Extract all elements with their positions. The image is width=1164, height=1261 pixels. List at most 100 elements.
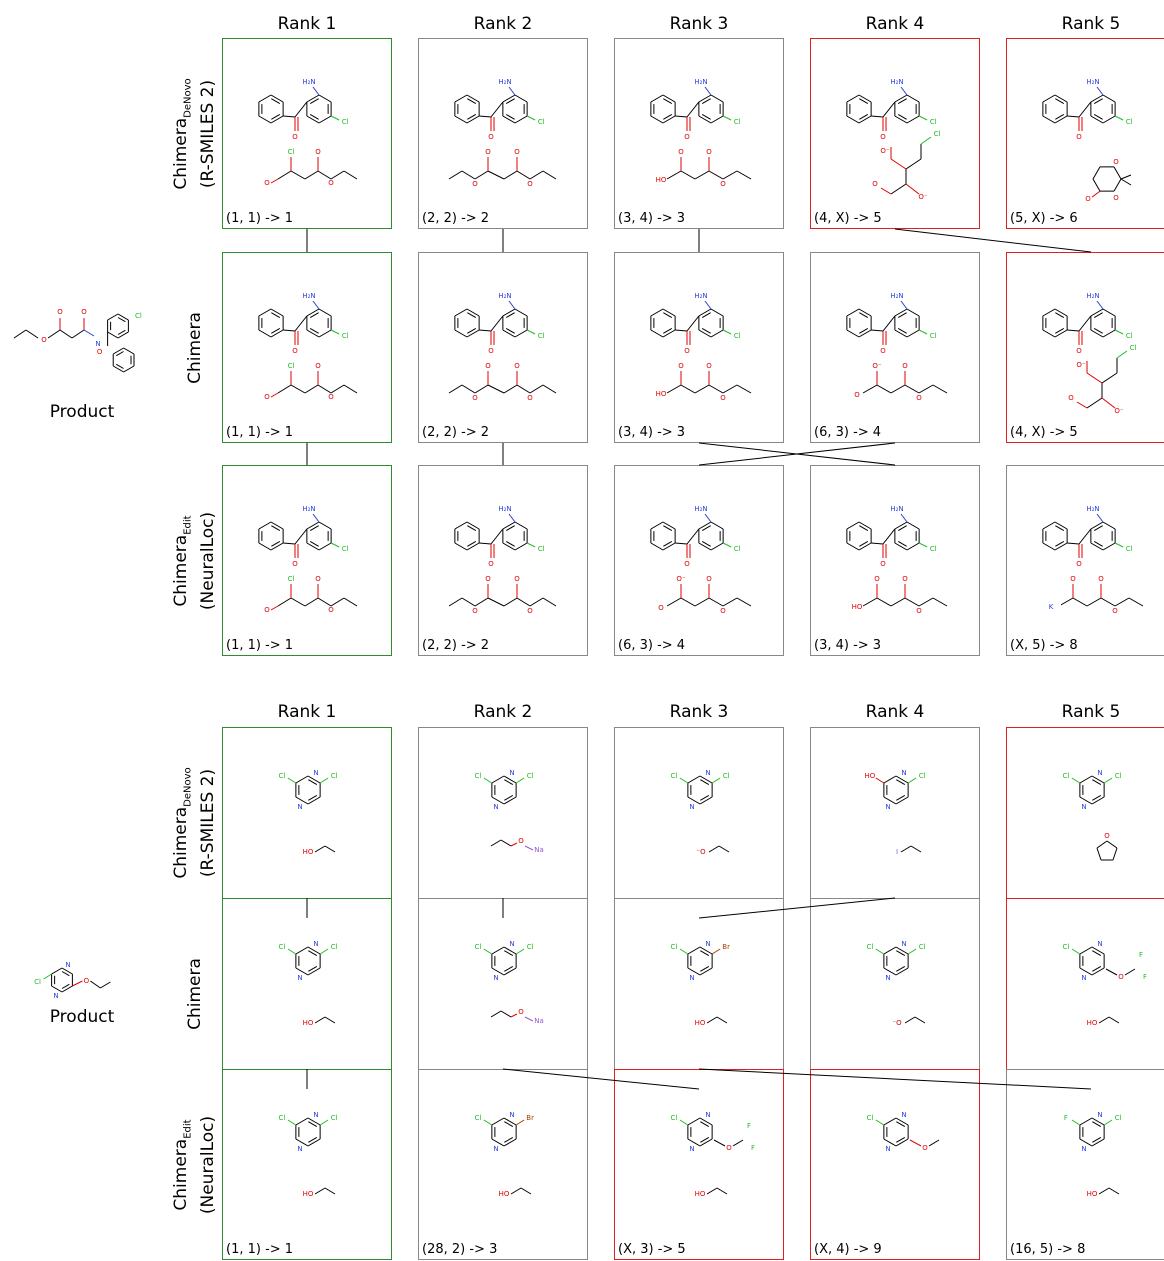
rank-header: Rank 2: [473, 702, 533, 722]
svg-text:Cl: Cl: [930, 332, 937, 340]
svg-text:O: O: [292, 133, 298, 141]
row-label: Chimera: [165, 899, 225, 1089]
cell-rank-label: (4, X) -> 5: [1010, 425, 1078, 440]
svg-text:N: N: [65, 961, 70, 969]
row-label: Chimera: [165, 253, 225, 443]
cell-rank-label: (28, 2) -> 3: [422, 1242, 498, 1257]
svg-text:O⁻: O⁻: [880, 147, 890, 155]
svg-text:O: O: [472, 180, 478, 188]
svg-text:Cl: Cl: [919, 772, 926, 780]
svg-text:Cl: Cl: [342, 332, 349, 340]
svg-text:O: O: [328, 179, 334, 187]
svg-text:F: F: [1064, 1114, 1068, 1122]
svg-text:O: O: [41, 336, 47, 344]
svg-text:O: O: [872, 180, 878, 188]
row-label-method: Chimera: [184, 957, 205, 1030]
svg-text:O: O: [488, 560, 494, 568]
row-label-method: Chimera: [184, 311, 205, 384]
svg-text:O: O: [1098, 575, 1104, 583]
row-label-model: (R-SMILES 2): [198, 79, 219, 188]
svg-text:⁻O: ⁻O: [696, 848, 706, 856]
svg-text:O: O: [328, 393, 334, 401]
svg-text:O: O: [84, 977, 90, 985]
svg-text:N: N: [297, 803, 302, 811]
svg-text:Cl: Cl: [919, 943, 926, 951]
svg-text:N: N: [509, 769, 514, 777]
svg-text:O: O: [472, 607, 478, 615]
svg-text:O: O: [684, 133, 690, 141]
svg-text:O: O: [1118, 973, 1124, 981]
svg-text:N: N: [1097, 940, 1102, 948]
svg-text:O: O: [485, 575, 491, 583]
svg-text:N: N: [901, 1111, 906, 1119]
row-label-subscript: Edit: [182, 514, 194, 535]
svg-text:Cl: Cl: [288, 148, 295, 156]
svg-text:O: O: [1112, 607, 1118, 615]
svg-text:H₂N: H₂N: [1086, 292, 1099, 300]
svg-text:Cl: Cl: [288, 362, 295, 370]
svg-text:O: O: [922, 1144, 928, 1152]
svg-text:N: N: [313, 1111, 318, 1119]
svg-text:I: I: [896, 848, 898, 856]
svg-text:Cl: Cl: [734, 118, 741, 126]
connector-line: [698, 442, 896, 466]
svg-text:O: O: [1113, 158, 1119, 166]
svg-text:O: O: [902, 362, 908, 370]
row-label-method: Chimera: [170, 806, 191, 879]
svg-text:O⁻: O⁻: [676, 575, 686, 583]
svg-text:O: O: [485, 362, 491, 370]
svg-text:Na: Na: [534, 846, 544, 854]
svg-text:O: O: [706, 148, 712, 156]
cell-rank-label: (2, 2) -> 2: [422, 425, 490, 440]
svg-text:Cl: Cl: [331, 943, 338, 951]
svg-text:HO: HO: [303, 1019, 314, 1027]
svg-text:Cl: Cl: [734, 332, 741, 340]
svg-text:Cl: Cl: [527, 943, 534, 951]
row-label-subscript: Edit: [182, 1118, 194, 1139]
svg-text:O: O: [1085, 195, 1091, 203]
svg-text:H₂N: H₂N: [302, 292, 315, 300]
cell-rank-label: (6, 3) -> 4: [814, 425, 882, 440]
svg-text:N: N: [885, 803, 890, 811]
svg-text:Cl: Cl: [723, 772, 730, 780]
rank-header: Rank 3: [669, 702, 729, 722]
cell-rank-label: (X, 5) -> 8: [1010, 638, 1078, 653]
svg-text:H₂N: H₂N: [694, 292, 707, 300]
svg-text:N: N: [313, 769, 318, 777]
row-label-subscript: DeNovo: [182, 766, 194, 807]
svg-text:Cl: Cl: [1126, 545, 1133, 553]
svg-text:Cl: Cl: [1126, 118, 1133, 126]
svg-text:O⁻: O⁻: [1076, 361, 1086, 369]
cell-rank-label: (X, 3) -> 5: [618, 1242, 686, 1257]
svg-text:O: O: [726, 1144, 732, 1152]
svg-text:H₂N: H₂N: [302, 505, 315, 513]
svg-text:O: O: [292, 347, 298, 355]
svg-text:O⁻: O⁻: [1114, 407, 1124, 415]
svg-text:N: N: [1097, 1111, 1102, 1119]
cell-rank-label: (1, 1) -> 1: [226, 211, 294, 226]
svg-text:N: N: [705, 940, 710, 948]
svg-text:O: O: [485, 148, 491, 156]
svg-text:Cl: Cl: [930, 545, 937, 553]
svg-text:Cl: Cl: [538, 545, 545, 553]
rank-header: Rank 1: [277, 14, 337, 34]
svg-text:N: N: [95, 340, 100, 348]
svg-text:Cl: Cl: [1062, 943, 1069, 951]
